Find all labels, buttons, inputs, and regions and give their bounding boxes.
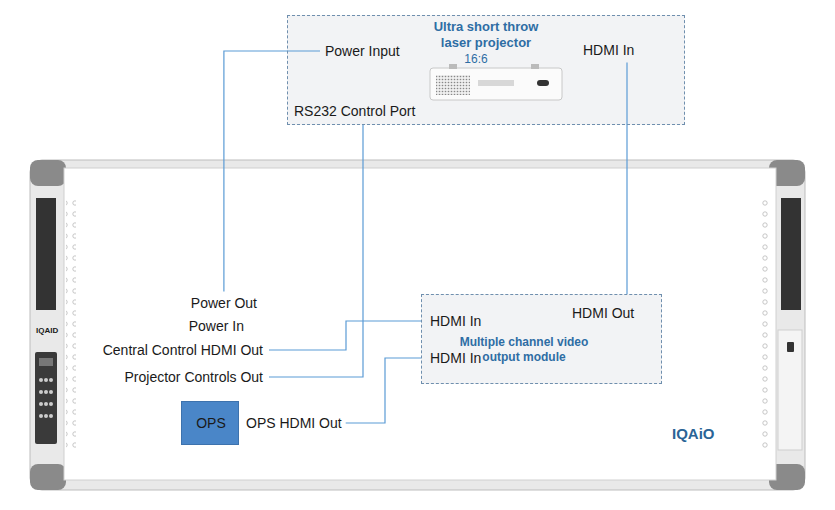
- module-title: Multiple channel video output module: [457, 335, 591, 365]
- aspect-ratio: 16:6: [464, 51, 487, 68]
- cable-line: [269, 321, 421, 350]
- port-label: Central Control HDMI Out: [103, 342, 263, 359]
- device-title: Ultra short throw laser projector: [419, 19, 554, 51]
- brand-logo: IQAiO: [672, 425, 715, 442]
- port-label: HDMI In: [583, 42, 634, 59]
- port-label: OPS HDMI Out: [246, 415, 342, 432]
- port-label: HDMI Out: [572, 305, 634, 322]
- port-label: Projector Controls Out: [125, 369, 264, 386]
- ops-box: OPSOPS HDMI Out: [181, 401, 239, 445]
- video-module-box: HDMI In HDMI In HDMI OutMultiple channel v…: [421, 294, 662, 384]
- projector-body: [430, 64, 562, 100]
- whiteboard-frame: [30, 160, 805, 490]
- port-label: Power Out: [191, 295, 257, 312]
- cable-line: [224, 51, 320, 292]
- cable-line: [346, 358, 421, 423]
- cable-line: [269, 125, 363, 377]
- port-label: RS232 Control Port: [294, 103, 415, 120]
- brand-logo: IQAID: [36, 326, 58, 336]
- port-label: HDMI In: [430, 350, 481, 367]
- port-label: Power Input: [325, 43, 400, 60]
- projector-box: Power Input Ultra short throw laser proje…: [287, 15, 685, 125]
- cable-line: [626, 63, 627, 295]
- whiteboard: IQAID Power OutPower In Central Control HD…: [30, 160, 805, 490]
- device-label: OPS: [196, 415, 226, 432]
- projector-panel: [287, 15, 685, 125]
- port-label: HDMI In: [430, 313, 481, 330]
- port-label: Power In: [189, 318, 244, 335]
